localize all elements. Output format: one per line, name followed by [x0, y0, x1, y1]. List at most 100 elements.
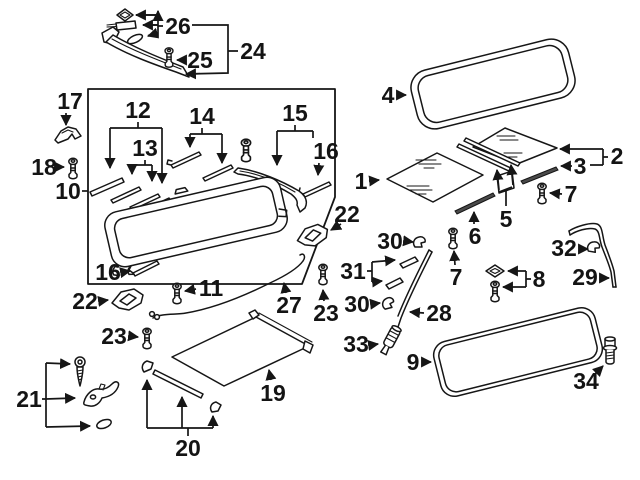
leader-19 — [265, 368, 277, 381]
leader-12 — [110, 122, 162, 129]
deflector-clips-26 — [106, 8, 144, 45]
part-label-26: 26 — [165, 13, 191, 39]
leader-30-upper — [402, 235, 415, 247]
clip-22-left — [111, 288, 144, 311]
leader-24 — [185, 24, 238, 75]
leader-34 — [592, 365, 604, 377]
part-label-24: 24 — [240, 38, 266, 64]
strip-6 — [454, 192, 496, 215]
screw-18 — [68, 157, 78, 180]
part-label-6: 6 — [469, 223, 482, 249]
leader-21 — [42, 363, 47, 427]
leader-22-left — [97, 295, 110, 307]
part-label-30: 30 — [377, 228, 403, 254]
part-label-22: 22 — [72, 288, 98, 314]
part-label-19: 19 — [260, 380, 286, 406]
seal-ring-9 — [432, 306, 604, 398]
cable-27 — [148, 253, 306, 321]
handle-21 — [83, 381, 120, 407]
part-label-12: 12 — [125, 97, 151, 123]
leader-11 — [183, 283, 197, 295]
clip-32 — [586, 240, 601, 254]
leader-8 — [525, 271, 531, 287]
part-label-3: 3 — [574, 153, 587, 179]
guide-strip-20 — [141, 360, 222, 413]
part-label-13: 13 — [132, 135, 158, 161]
leader-1 — [368, 175, 381, 187]
part-label-15: 15 — [282, 100, 308, 126]
part-label-25: 25 — [187, 47, 213, 73]
diamond-8 — [485, 264, 505, 278]
seal-panel-1 — [386, 152, 484, 203]
part-label-1: 1 — [355, 168, 368, 194]
clip-22-right — [295, 222, 330, 249]
part-label-17: 17 — [57, 88, 83, 114]
screw-23-right — [318, 263, 328, 286]
part-label-34: 34 — [573, 368, 599, 394]
callout-leaders — [42, 11, 611, 436]
sunshade-panel-19 — [171, 309, 314, 387]
clip-30-upper — [412, 236, 426, 248]
leader-15 — [277, 125, 314, 138]
part-label-20: 20 — [175, 435, 201, 461]
rail-strips — [89, 151, 332, 277]
screw-21 — [74, 356, 86, 387]
leader-20 — [147, 427, 213, 436]
part-label-21: 21 — [16, 386, 42, 412]
leader-14 — [190, 128, 222, 135]
part-label-11: 11 — [199, 275, 224, 301]
part-label-30: 30 — [344, 291, 370, 317]
leader-7-lower — [449, 249, 461, 266]
part-label-32: 32 — [551, 235, 577, 261]
leader-22-right — [330, 220, 343, 231]
clip-30-lower — [380, 295, 396, 311]
part-label-29: 29 — [572, 264, 598, 290]
diagram-line-art — [54, 8, 618, 430]
part-label-8: 8 — [533, 266, 546, 292]
part-label-10: 10 — [55, 178, 81, 204]
strip-3 — [520, 166, 559, 185]
glass-panel-4 — [410, 38, 576, 130]
part-label-14: 14 — [189, 103, 215, 129]
part-label-31: 31 — [340, 258, 366, 284]
part-label-27: 27 — [276, 292, 302, 318]
part-label-22: 22 — [334, 201, 360, 227]
screw-7-lower — [448, 227, 458, 250]
screw-in-frame — [240, 138, 252, 163]
part-label-5: 5 — [500, 206, 513, 232]
leader-2 — [590, 149, 608, 166]
part-label-7: 7 — [450, 264, 463, 290]
leader-23-left — [127, 330, 140, 342]
clip-17 — [54, 126, 82, 144]
part-label-23: 23 — [101, 323, 127, 349]
part-label-2: 2 — [611, 143, 624, 169]
sunroof-frame-ring — [104, 176, 288, 277]
strip-pair-5 — [456, 137, 521, 194]
leader-27 — [280, 281, 292, 294]
bolt-34 — [602, 336, 618, 365]
part-label-23: 23 — [313, 300, 339, 326]
screw-23-left — [142, 327, 152, 350]
screw-25 — [164, 47, 174, 68]
part-label-7: 7 — [565, 181, 578, 207]
leader-28 — [408, 307, 425, 319]
leader-31 — [367, 262, 373, 282]
part-label-16: 16 — [313, 138, 339, 164]
leader-33 — [367, 339, 380, 351]
leader-23-right — [318, 288, 330, 302]
part-label-4: 4 — [382, 82, 395, 108]
drain-connector-33 — [380, 324, 402, 356]
part-label-33: 33 — [343, 331, 369, 357]
leader-30-lower — [369, 298, 382, 310]
screw-7-upper — [537, 182, 547, 205]
screw-11 — [172, 282, 182, 305]
pad-21 — [96, 418, 112, 430]
part-label-18: 18 — [31, 154, 57, 180]
leader-7-upper — [548, 188, 563, 200]
part-label-28: 28 — [426, 300, 452, 326]
drain-hose-29 — [568, 222, 617, 288]
leader-5 — [498, 186, 513, 206]
